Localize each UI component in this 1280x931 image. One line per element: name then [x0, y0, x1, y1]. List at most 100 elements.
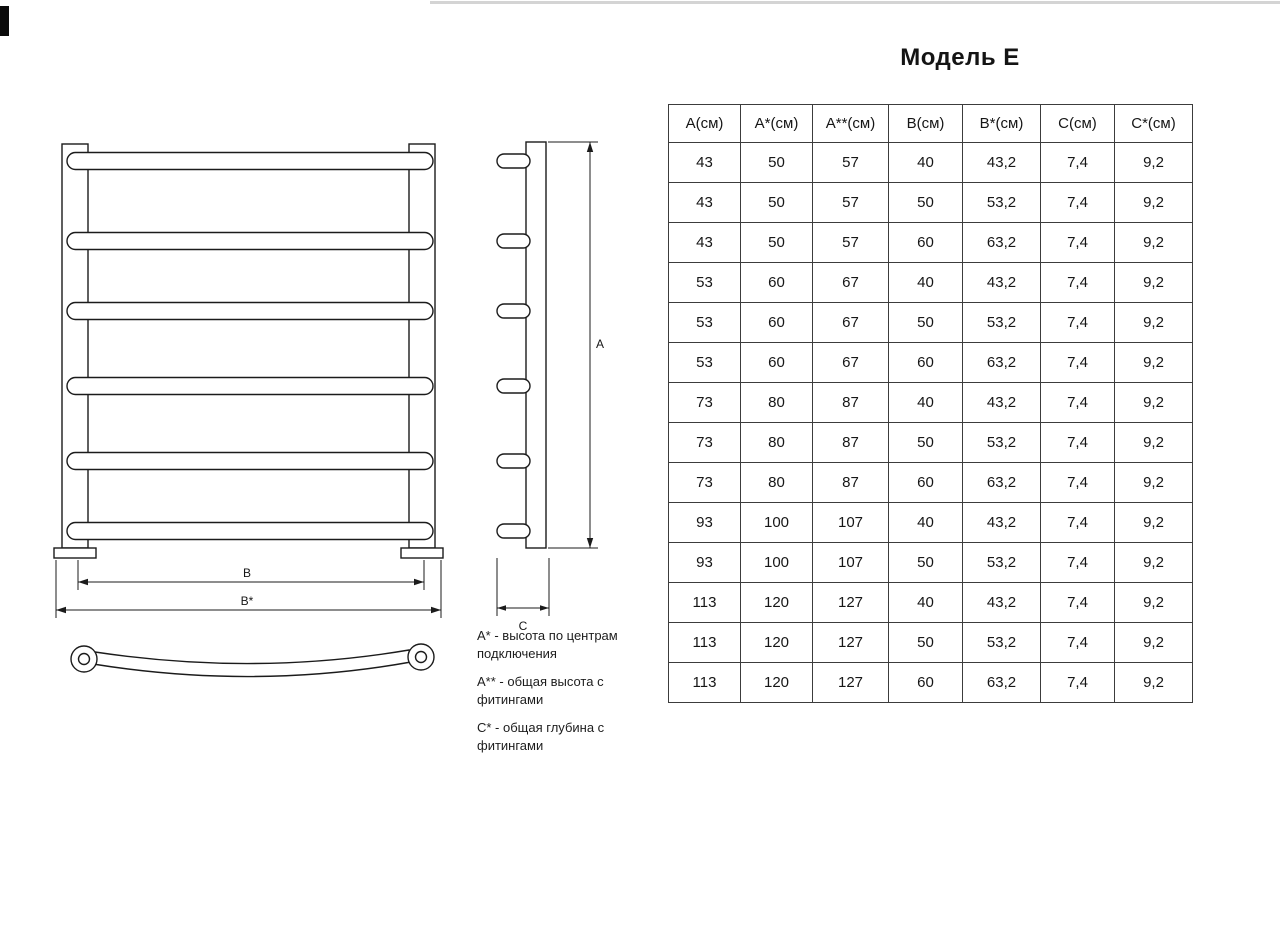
column-header: А**(см) — [812, 104, 889, 143]
table-cell: 9,2 — [1114, 622, 1193, 663]
table-cell: 60 — [740, 342, 813, 383]
table-cell: 9,2 — [1114, 542, 1193, 583]
table-cell: 63,2 — [962, 222, 1041, 263]
table-cell: 107 — [812, 502, 889, 543]
table-cell: 43 — [668, 222, 741, 263]
legend-item: С* - общая глубина с фитингами — [477, 720, 605, 753]
side-stub — [496, 153, 531, 169]
column-header: В(см) — [888, 104, 963, 143]
table-cell: 53,2 — [962, 182, 1041, 223]
side-profile — [525, 141, 547, 549]
table-cell: 80 — [740, 382, 813, 423]
table-cell: 107 — [812, 542, 889, 583]
table-cell: 63,2 — [962, 342, 1041, 383]
legend-item: А* - высота по центрам подключения — [477, 628, 618, 661]
page-title: Модель Е — [900, 44, 1020, 71]
spec-table: А(см) А*(см) А**(см) В(см) В*(см) С(см) … — [668, 104, 1193, 703]
table-cell: 9,2 — [1114, 142, 1193, 183]
table-cell: 53 — [668, 342, 741, 383]
table-cell: 7,4 — [1040, 262, 1115, 303]
legend: А* - высота по центрам подключения А** -… — [477, 627, 657, 765]
dimension-lines — [55, 141, 598, 618]
table-cell: 73 — [668, 462, 741, 503]
table-cell: 40 — [888, 582, 963, 623]
table-cell: 7,4 — [1040, 462, 1115, 503]
table-cell: 120 — [740, 662, 813, 703]
table-cell: 53,2 — [962, 542, 1041, 583]
table-cell: 7,4 — [1040, 382, 1115, 423]
right-post — [408, 143, 436, 549]
table-cell: 80 — [740, 422, 813, 463]
table-cell: 7,4 — [1040, 142, 1115, 183]
table-cell: 9,2 — [1114, 662, 1193, 703]
table-cell: 67 — [812, 302, 889, 343]
table-cell: 9,2 — [1114, 582, 1193, 623]
table-cell: 50 — [740, 222, 813, 263]
table-cell: 73 — [668, 422, 741, 463]
table-cell: 50 — [888, 542, 963, 583]
table-cell: 57 — [812, 182, 889, 223]
table-cell: 57 — [812, 142, 889, 183]
table-cell: 7,4 — [1040, 422, 1115, 463]
dim-label-a: А — [596, 337, 604, 351]
table-cell: 67 — [812, 342, 889, 383]
table-cell: 113 — [668, 662, 741, 703]
table-cell: 67 — [812, 262, 889, 303]
table-cell: 73 — [668, 382, 741, 423]
table-cell: 43,2 — [962, 382, 1041, 423]
table-cell: 50 — [888, 182, 963, 223]
table-cell: 60 — [888, 662, 963, 703]
table-cell: 50 — [888, 622, 963, 663]
table-cell: 7,4 — [1040, 662, 1115, 703]
table-header-row: А(см) А*(см) А**(см) В(см) В*(см) С(см) … — [668, 104, 1193, 143]
table-cell: 9,2 — [1114, 222, 1193, 263]
table-cell: 7,4 — [1040, 502, 1115, 543]
column-header: В*(см) — [962, 104, 1041, 143]
table-cell: 100 — [740, 542, 813, 583]
table-cell: 53 — [668, 302, 741, 343]
table-cell: 60 — [888, 222, 963, 263]
table-cell: 93 — [668, 542, 741, 583]
table-cell: 53,2 — [962, 422, 1041, 463]
table-cell: 9,2 — [1114, 342, 1193, 383]
table-cell: 40 — [888, 142, 963, 183]
legend-item: А** - общая высота с фитингами — [477, 674, 604, 707]
table-cell: 120 — [740, 582, 813, 623]
table-cell: 43 — [668, 142, 741, 183]
bottom-bracket — [70, 643, 435, 678]
table-cell: 7,4 — [1040, 542, 1115, 583]
table-cell: 100 — [740, 502, 813, 543]
rung — [66, 231, 434, 251]
table-cell: 7,4 — [1040, 222, 1115, 263]
table-cell: 9,2 — [1114, 262, 1193, 303]
left-post — [61, 143, 89, 549]
table-cell: 53,2 — [962, 622, 1041, 663]
rung — [66, 301, 434, 321]
side-stub — [496, 453, 531, 469]
scan-artifact-line — [430, 1, 1280, 4]
side-view — [496, 141, 547, 549]
table-cell: 63,2 — [962, 662, 1041, 703]
table-cell: 9,2 — [1114, 302, 1193, 343]
table-cell: 63,2 — [962, 462, 1041, 503]
bracket-band — [92, 649, 412, 678]
table-cell: 9,2 — [1114, 422, 1193, 463]
table-cell: 50 — [740, 142, 813, 183]
table-cell: 113 — [668, 622, 741, 663]
table-cell: 87 — [812, 382, 889, 423]
column-header: А*(см) — [740, 104, 813, 143]
